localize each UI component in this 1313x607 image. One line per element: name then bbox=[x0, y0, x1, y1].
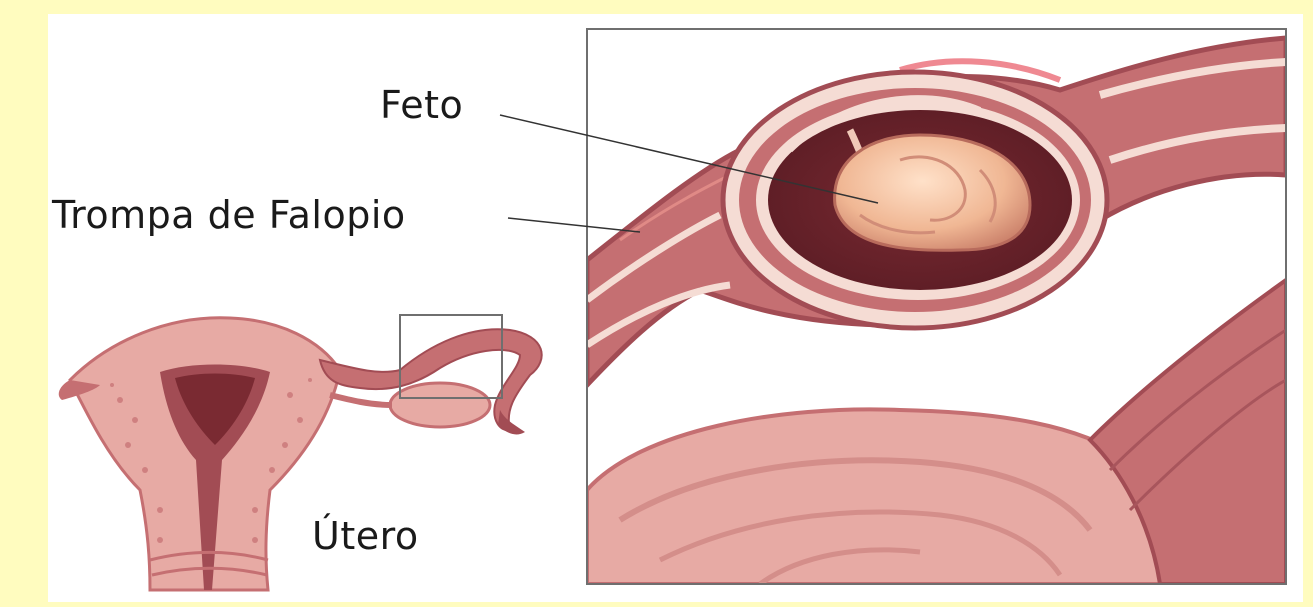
label-feto: Feto bbox=[380, 86, 463, 124]
zoom-view bbox=[587, 29, 1286, 584]
label-trompa-de-falopio: Trompa de Falopio bbox=[52, 196, 406, 234]
label-utero: Útero bbox=[312, 517, 419, 555]
ovary-small bbox=[390, 383, 490, 427]
uterus-overview bbox=[59, 315, 542, 590]
